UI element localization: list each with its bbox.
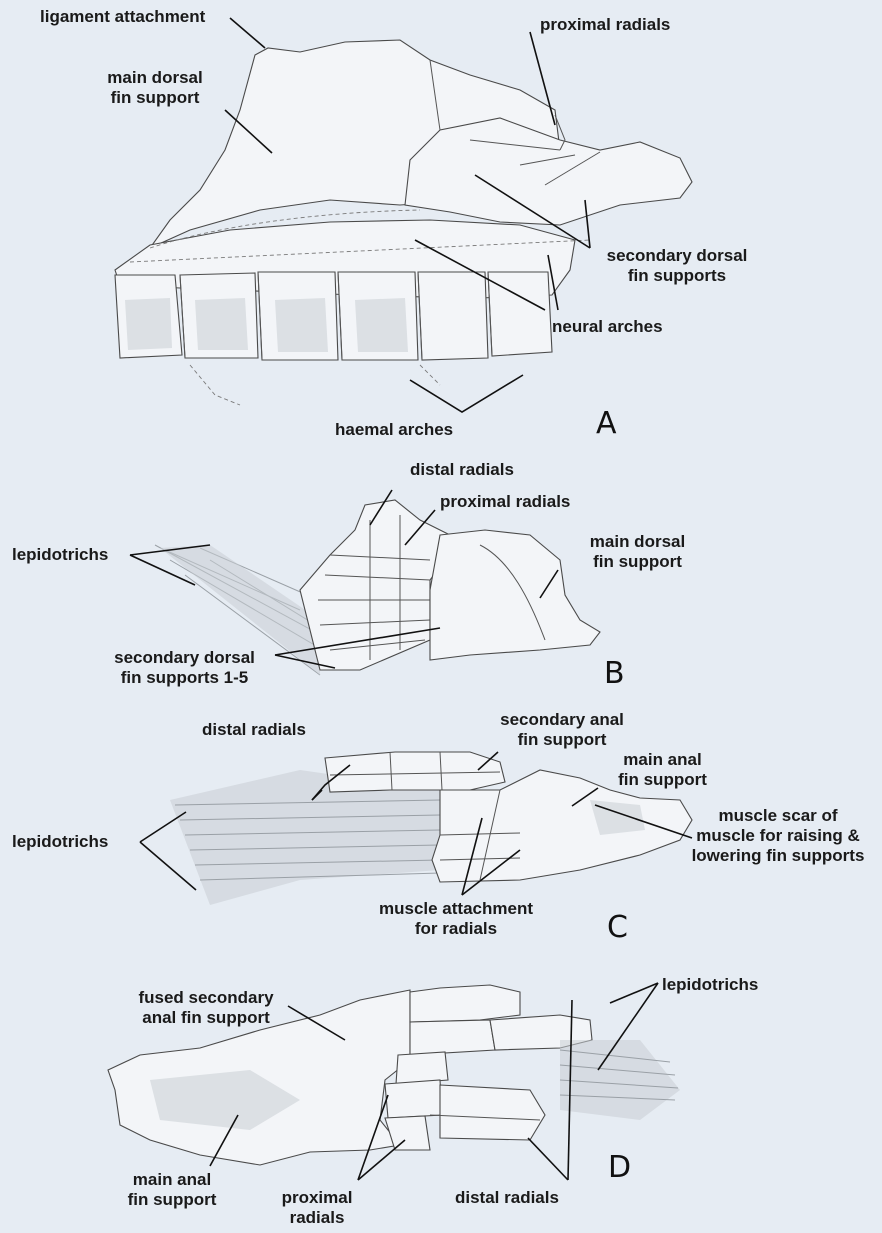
label-b-secondary-dorsal-fin-supports: secondary dorsal fin supports 1-5 xyxy=(92,648,277,688)
panel-letter-a: A xyxy=(596,406,617,441)
label-c-secondary-anal-fin-support: secondary anal fin support xyxy=(488,710,636,750)
label-c-muscle-attachment: muscle attachment for radials xyxy=(356,899,556,939)
label-d-proximal-radials: proximal radials xyxy=(268,1188,366,1228)
leader-c-lepidotrichs-2 xyxy=(140,842,196,890)
label-d-fused-secondary-anal-fin-support: fused secondary anal fin support xyxy=(120,988,292,1028)
panel-letter-c: C xyxy=(607,910,628,945)
label-c-main-anal-fin-support: main anal fin support xyxy=(600,750,725,790)
label-c-lepidotrichs: lepidotrichs xyxy=(12,832,108,852)
label-b-distal-radials: distal radials xyxy=(410,460,514,480)
label-a-main-dorsal-fin-support: main dorsal fin support xyxy=(85,68,225,108)
leader-d-distal-radials-2 xyxy=(528,1138,568,1180)
panel-letter-d: D xyxy=(608,1150,631,1185)
label-b-lepidotrichs: lepidotrichs xyxy=(12,545,108,565)
label-a-proximal-radials: proximal radials xyxy=(540,15,670,35)
label-c-distal-radials: distal radials xyxy=(202,720,306,740)
label-b-main-dorsal-fin-support: main dorsal fin support xyxy=(565,532,710,572)
label-a-ligament-attachment: ligament attachment xyxy=(40,7,205,27)
leader-haemal-arches xyxy=(410,375,523,412)
leader-c-lepidotrichs-1 xyxy=(140,812,186,842)
label-b-proximal-radials: proximal radials xyxy=(440,492,570,512)
label-a-secondary-dorsal-fin-supports: secondary dorsal fin supports xyxy=(592,246,762,286)
label-a-haemal-arches: haemal arches xyxy=(335,420,453,440)
leader-ligament-attachment xyxy=(230,18,265,48)
panel-letter-b: B xyxy=(604,656,625,691)
label-d-distal-radials: distal radials xyxy=(455,1188,559,1208)
label-d-lepidotrichs: lepidotrichs xyxy=(662,975,758,995)
label-c-muscle-scar: muscle scar of muscle for raising & lowe… xyxy=(678,806,878,866)
label-a-neural-arches: neural arches xyxy=(552,317,663,337)
label-d-main-anal-fin-support: main anal fin support xyxy=(112,1170,232,1210)
